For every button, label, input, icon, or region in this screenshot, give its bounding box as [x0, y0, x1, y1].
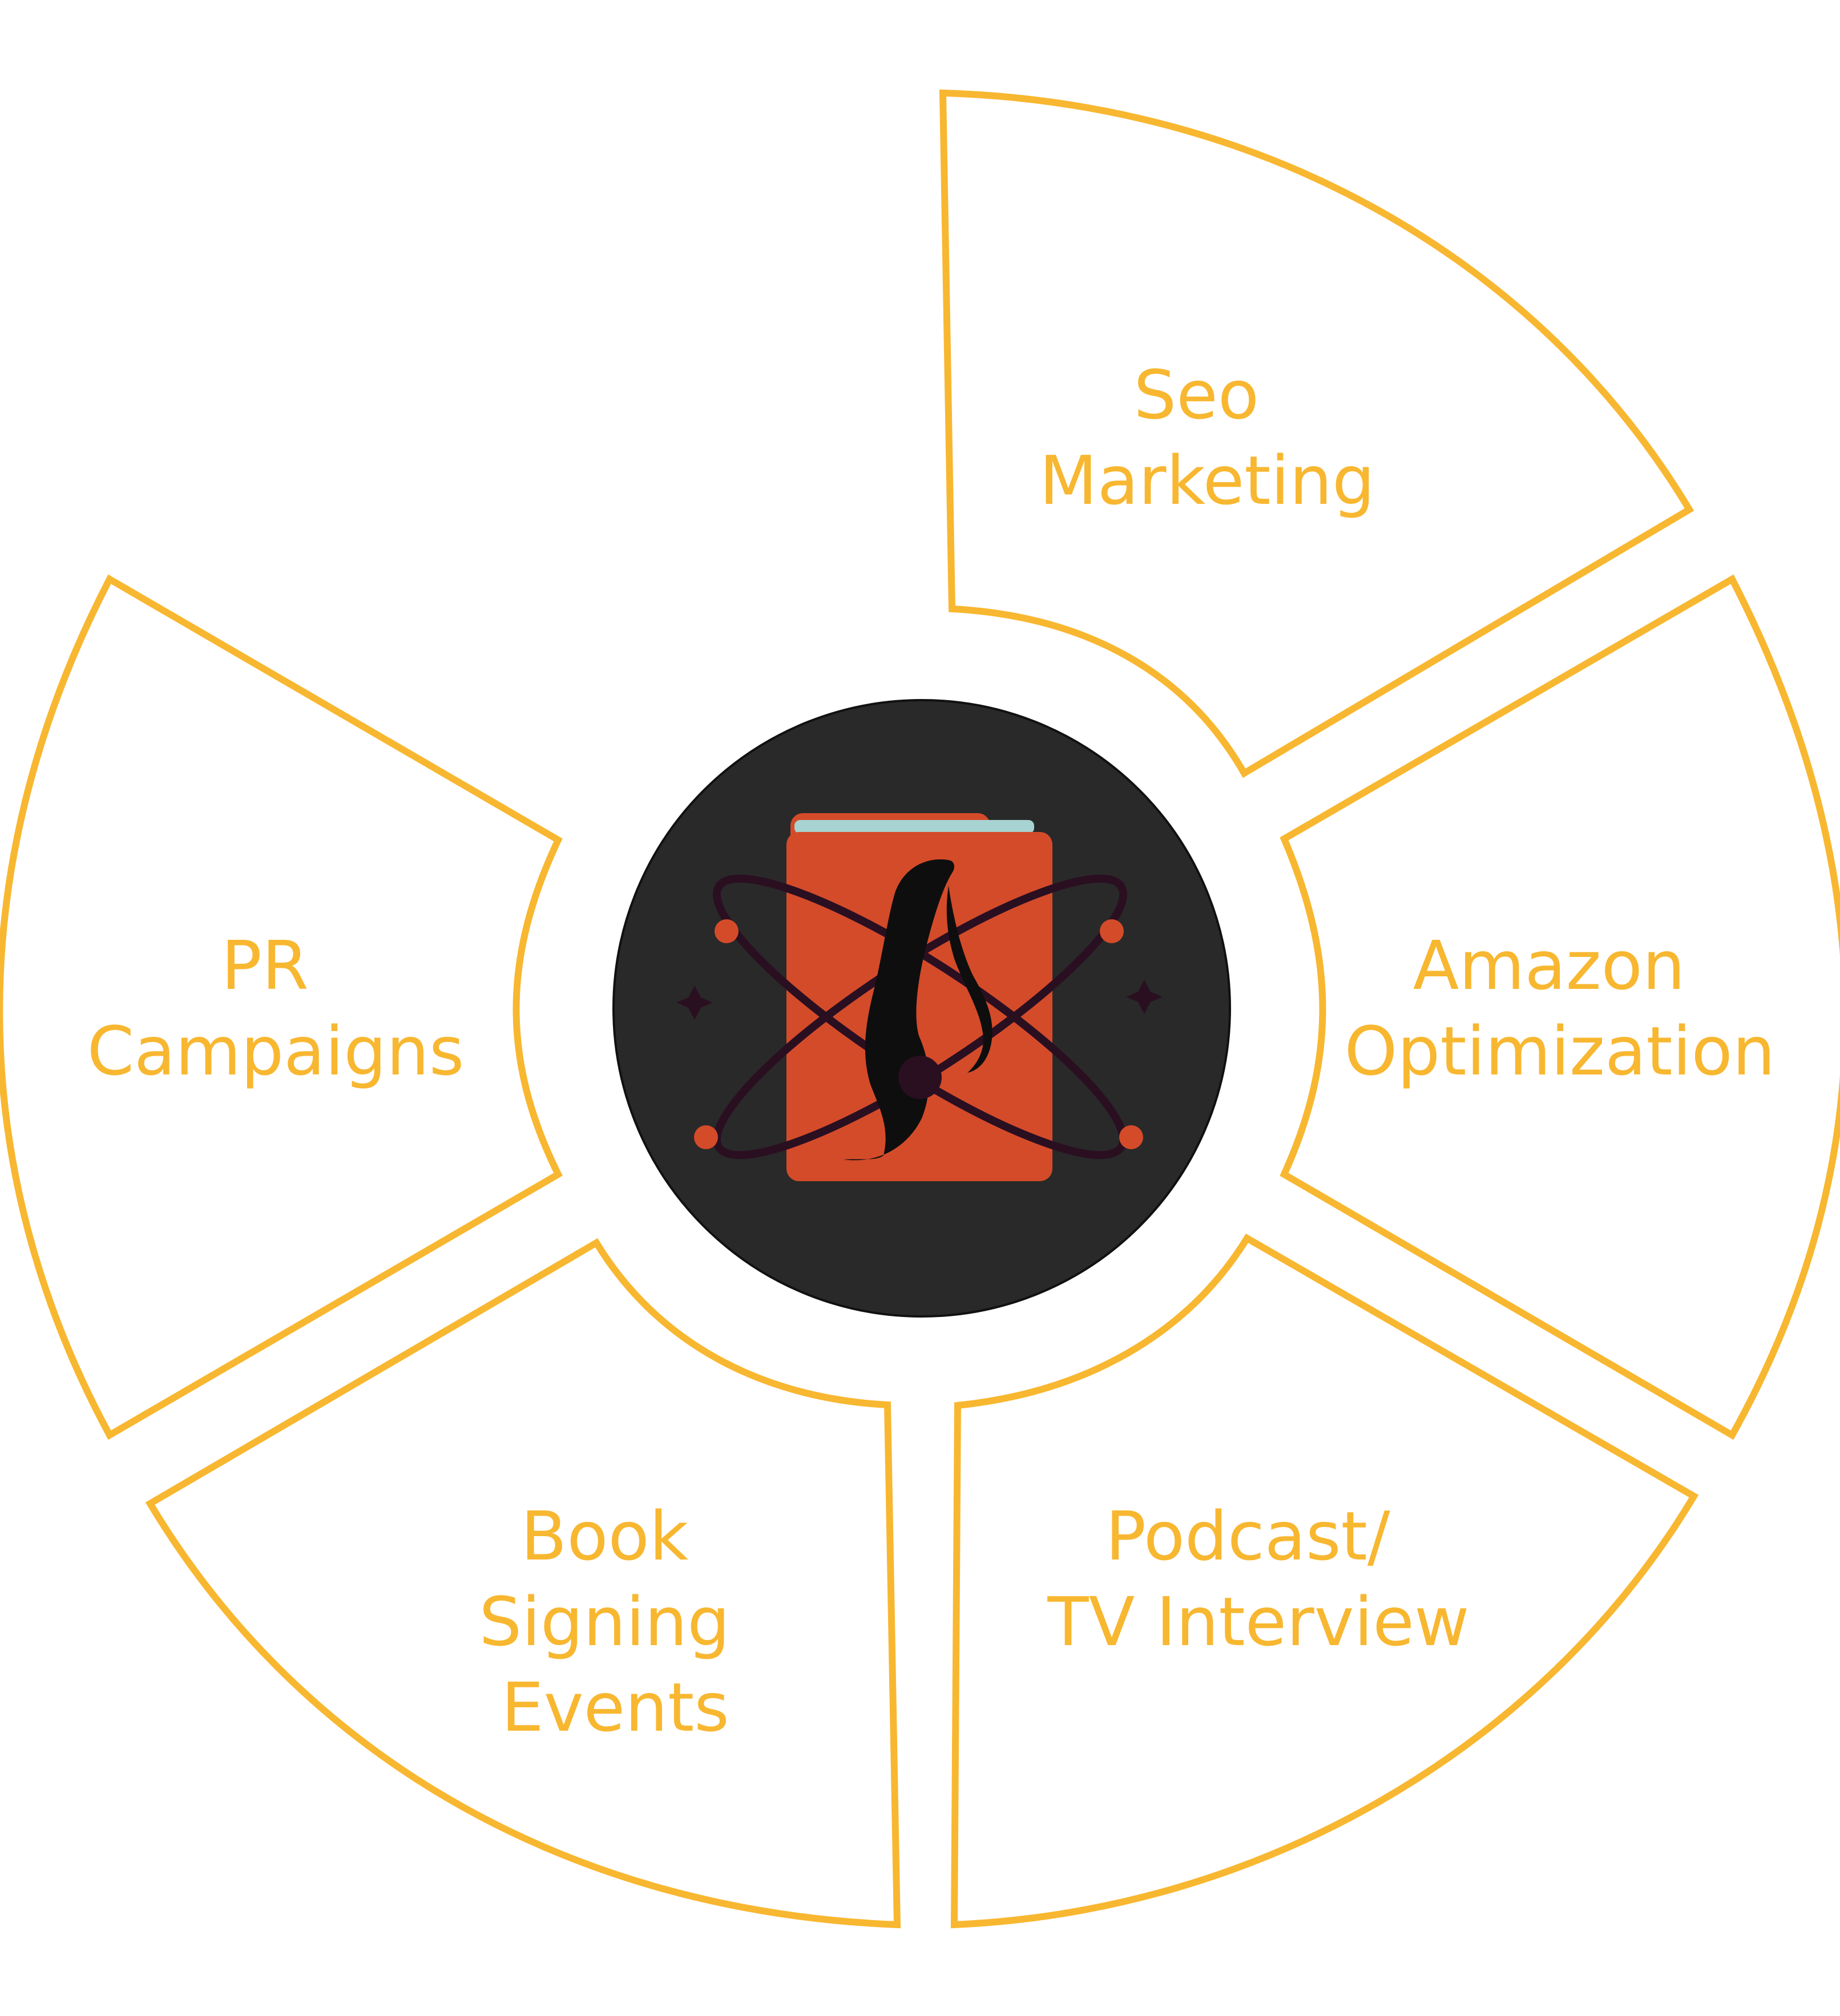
penguin-beak-icon — [926, 861, 952, 890]
segment-shape — [145, 1238, 901, 1929]
segment-book-signing-events[interactable]: Book Signing Events — [145, 1238, 901, 1929]
segment-label: Seo Marketing — [1039, 355, 1375, 520]
orbit-dot — [694, 1125, 718, 1149]
segment-label-line: Seo — [1133, 355, 1259, 434]
sparkle-icon — [1126, 980, 1163, 1014]
segment-label-line: Signing — [479, 1582, 730, 1661]
segment-label-line: Book — [520, 1497, 688, 1575]
segment-label: Podcast/ TV Interview — [1047, 1497, 1470, 1661]
segment-label-line: TV Interview — [1047, 1582, 1470, 1661]
orbit-dot — [715, 919, 739, 943]
segment-seo-marketing[interactable]: Seo Marketing — [939, 89, 1694, 778]
segment-amazon-optimization[interactable]: Amazon Optimization — [1280, 574, 1840, 1440]
segment-label-line: Campaigns — [87, 1012, 465, 1090]
segment-shape — [0, 574, 563, 1440]
segment-label: Book Signing Events — [479, 1497, 751, 1747]
segment-shape — [950, 1233, 1699, 1929]
segment-podcast-tv-interview[interactable]: Podcast/ TV Interview — [950, 1233, 1699, 1929]
penguin-book-atom-logo — [676, 813, 1163, 1181]
book-pages — [794, 820, 1034, 834]
segment-label-line: Events — [501, 1668, 729, 1747]
segment-label-line: Amazon — [1413, 926, 1685, 1005]
center-hub — [612, 699, 1231, 1318]
segment-label-line: Optimization — [1345, 1012, 1776, 1090]
orbit-dot — [1100, 919, 1124, 943]
segment-shape — [1280, 574, 1840, 1440]
segment-shape — [939, 89, 1694, 778]
orbit-dot — [1119, 1125, 1143, 1149]
segment-label-line: PR — [221, 926, 309, 1005]
segment-label: Amazon Optimization — [1345, 926, 1776, 1090]
segment-label-line: Podcast/ — [1105, 1497, 1390, 1575]
penguin-figure-icon — [946, 886, 992, 1073]
segment-pr-campaigns[interactable]: PR Campaigns — [0, 574, 563, 1440]
segment-label: PR Campaigns — [87, 926, 465, 1090]
sparkle-icon — [676, 985, 713, 1020]
orbit-nucleus — [898, 1056, 942, 1099]
segment-label-line: Marketing — [1039, 441, 1375, 520]
